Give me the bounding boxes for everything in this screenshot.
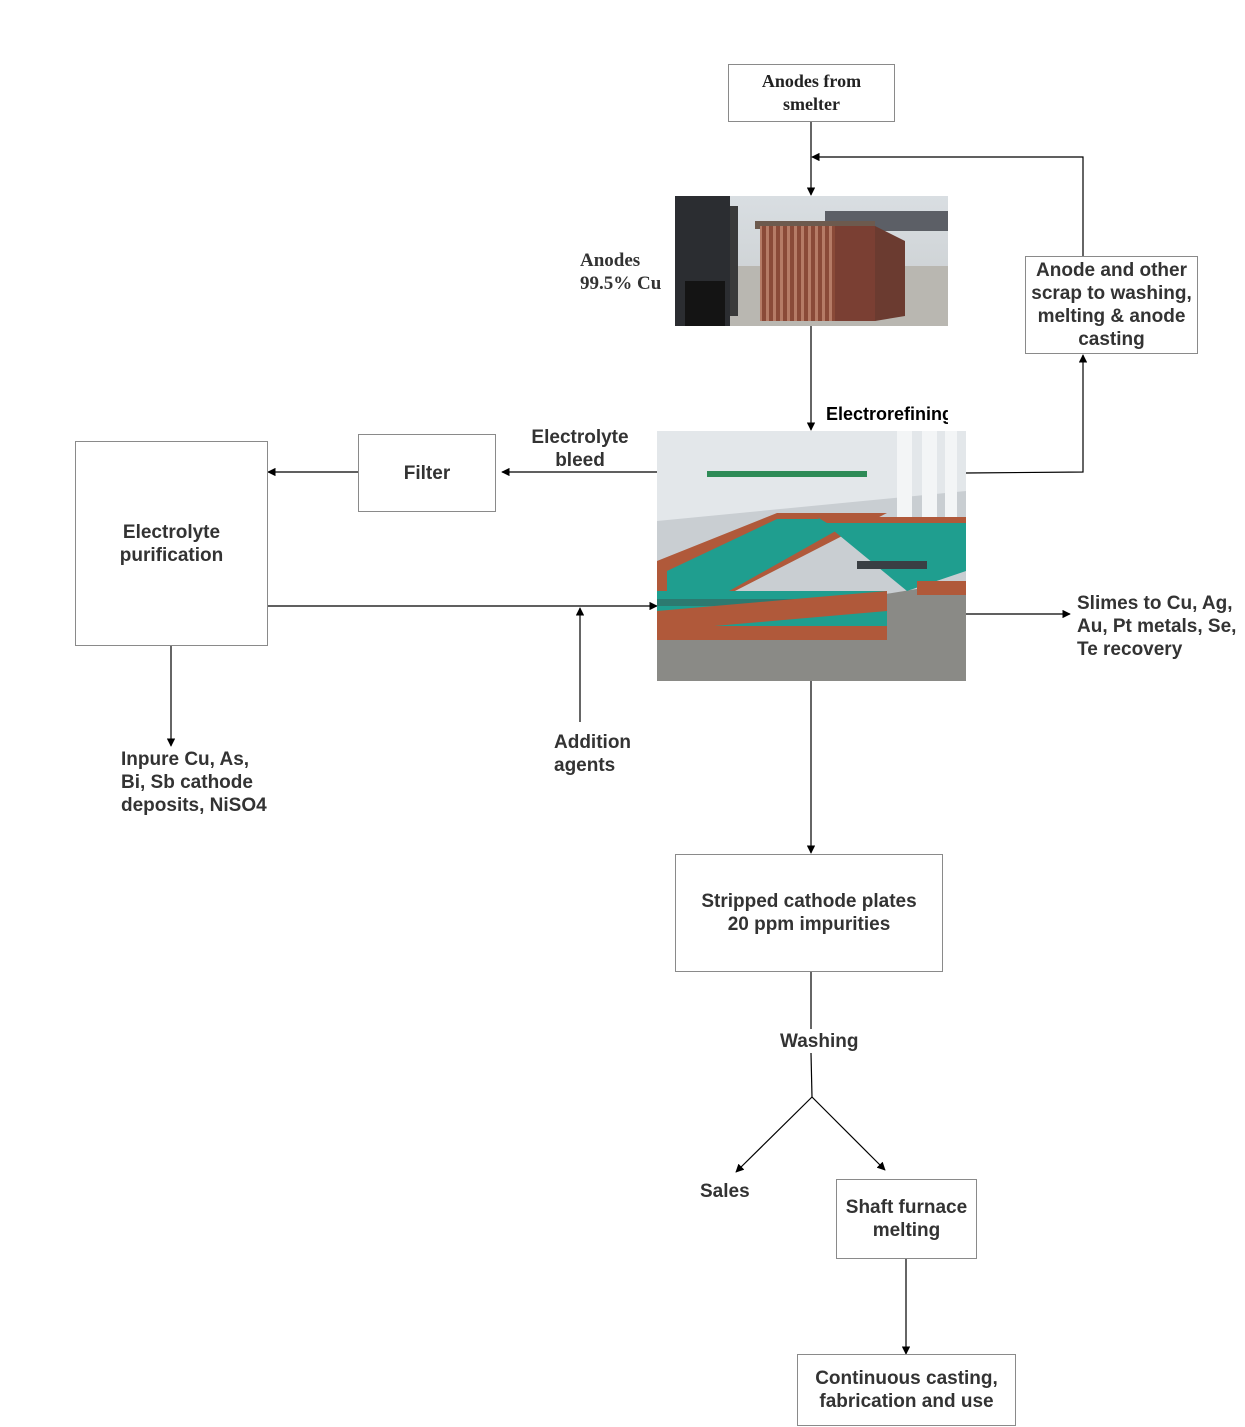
arrow-tankhouse-to-scrap (965, 354, 1088, 474)
electrolyte-bleed-label: Electrolyte bleed (520, 426, 640, 472)
addition-agents-label: Addition agents (554, 731, 631, 777)
anodes-from-smelter-box: Anodes from smelter (728, 64, 895, 122)
anodes-label-line-2: 99.5% Cu (580, 273, 662, 294)
scrap-line-3: melting & anode (1037, 306, 1186, 327)
anodes-label: Anodes 99.5% Cu (580, 249, 661, 295)
arrow-scrap-return (811, 152, 1084, 256)
shaft-furnace-line-1: Shaft furnace (845, 1197, 968, 1218)
continuous-casting-line-2: fabrication and use (819, 1391, 994, 1412)
filter-box: Filter (358, 434, 496, 512)
washing-label: Washing (780, 1030, 859, 1053)
impure-deposits-label: Inpure Cu, As, Bi, Sb cathode deposits, … (121, 748, 267, 817)
anodes-label-line-1: Anodes (580, 250, 641, 271)
scrap-line-1: Anode and other (1036, 260, 1187, 281)
scrap-line-4: casting (1078, 329, 1145, 350)
electrolyte-bleed-line-1: Electrolyte (531, 427, 629, 448)
shaft-furnace-line-2: melting (872, 1220, 941, 1241)
anode-photo (675, 196, 948, 326)
addition-agents-line-1: Addition (554, 732, 632, 753)
continuous-casting-box: Continuous casting, fabrication and use (797, 1354, 1016, 1426)
anodes-from-smelter-line-1: Anodes from (761, 71, 862, 91)
slimes-line-2: Au, Pt metals, Se, (1077, 616, 1237, 637)
sales-label: Sales (700, 1181, 750, 1202)
impure-deposits-line-2: Bi, Sb cathode (121, 772, 253, 793)
scrap-line-2: scrap to washing, (1031, 283, 1192, 304)
line-washing-to-split (810, 1052, 813, 1098)
impure-deposits-line-3: deposits, NiSO4 (121, 795, 267, 816)
addition-agents-line-2: agents (554, 755, 616, 776)
slimes-line-1: Slimes to Cu, Ag, (1077, 593, 1233, 614)
electrolyte-purification-line-2: purification (119, 544, 224, 566)
electrolyte-purification-line-1: Electrolyte (122, 521, 221, 543)
tankhouse-photo (657, 431, 966, 681)
electrorefining-label: Electrorefining (826, 404, 948, 424)
arrow-split-to-sales (735, 1096, 813, 1173)
scrap-box: Anode and other scrap to washing, meltin… (1025, 256, 1198, 354)
continuous-casting-line-1: Continuous casting, (815, 1368, 998, 1389)
shaft-furnace-box: Shaft furnace melting (836, 1179, 977, 1259)
anodes-from-smelter-line-2: smelter (783, 94, 840, 114)
electrolyte-purification-box: Electrolyte purification (75, 441, 268, 646)
stripped-cathode-line-1: Stripped cathode plates (701, 891, 917, 912)
slimes-label: Slimes to Cu, Ag, Au, Pt metals, Se, Te … (1077, 592, 1236, 661)
filter-label: Filter (403, 462, 451, 484)
arrow-split-to-shaft-furnace (811, 1096, 886, 1171)
stripped-cathode-line-2: 20 ppm impurities (727, 914, 891, 935)
slimes-line-3: Te recovery (1077, 639, 1183, 660)
stripped-cathode-box: Stripped cathode plates 20 ppm impuritie… (675, 854, 943, 972)
electrolyte-bleed-line-2: bleed (555, 450, 605, 471)
impure-deposits-line-1: Inpure Cu, As, (121, 749, 250, 770)
